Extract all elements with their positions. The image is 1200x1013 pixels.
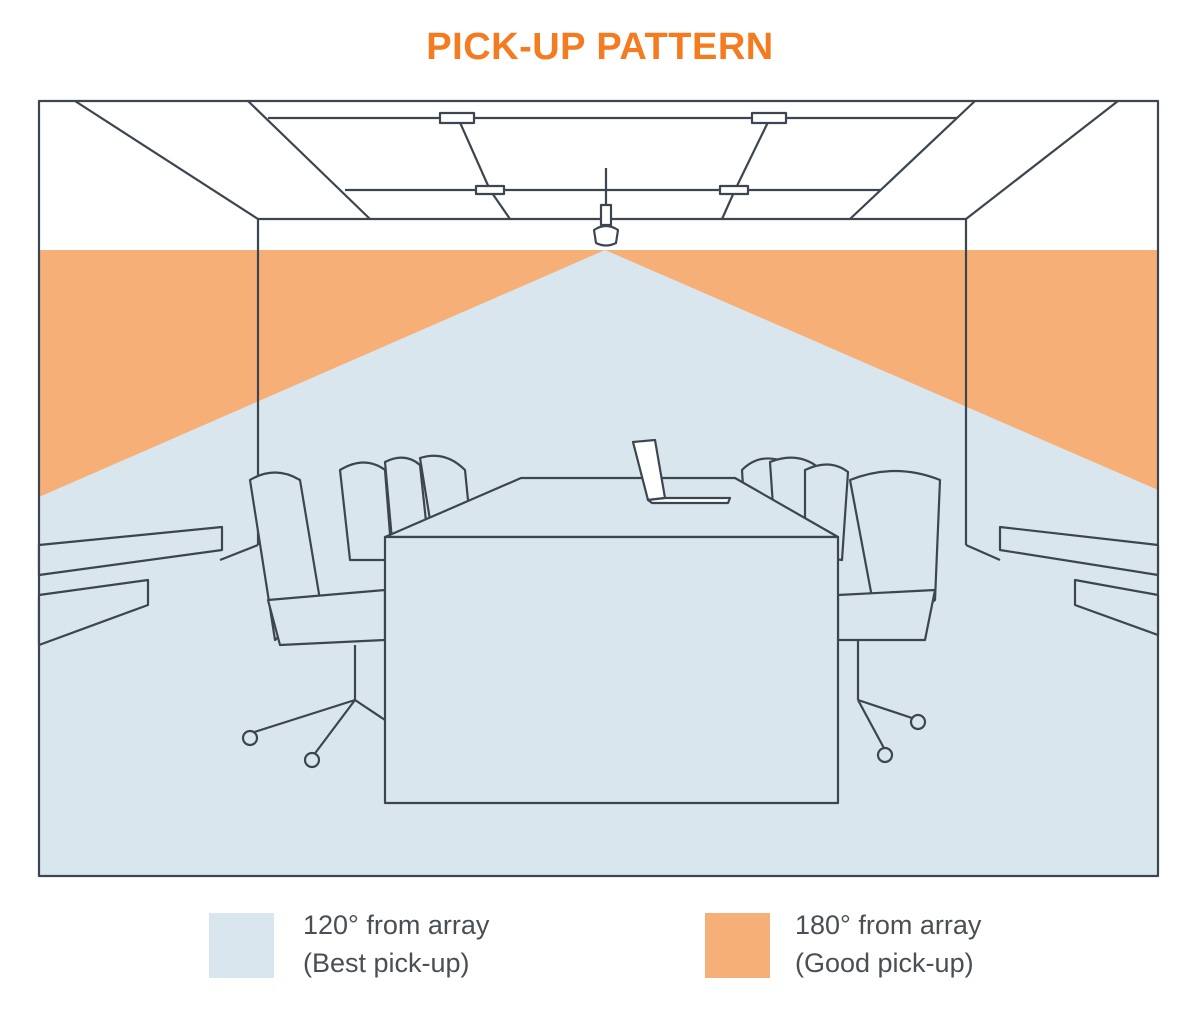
legend-good-angle: 180° from array: [795, 910, 982, 940]
chair-right: [836, 469, 942, 764]
ceiling-microphone-icon: [592, 168, 620, 247]
legend-swatch-best: [209, 913, 274, 978]
conference-table: [383, 476, 840, 805]
chair-left: [241, 471, 387, 769]
diagram-title: PICK-UP PATTERN: [426, 26, 774, 68]
legend-good-desc: (Good pick-up): [795, 948, 974, 978]
legend-item-good: 180° from array (Good pick-up): [795, 906, 981, 982]
legend-swatch-good: [705, 913, 770, 978]
laptop-icon: [631, 438, 732, 505]
legend-best-angle: 120° from array: [303, 910, 490, 940]
room-frame: [37, 99, 1160, 878]
legend-item-best: 120° from array (Best pick-up): [303, 906, 489, 982]
legend-best-desc: (Best pick-up): [303, 948, 470, 978]
